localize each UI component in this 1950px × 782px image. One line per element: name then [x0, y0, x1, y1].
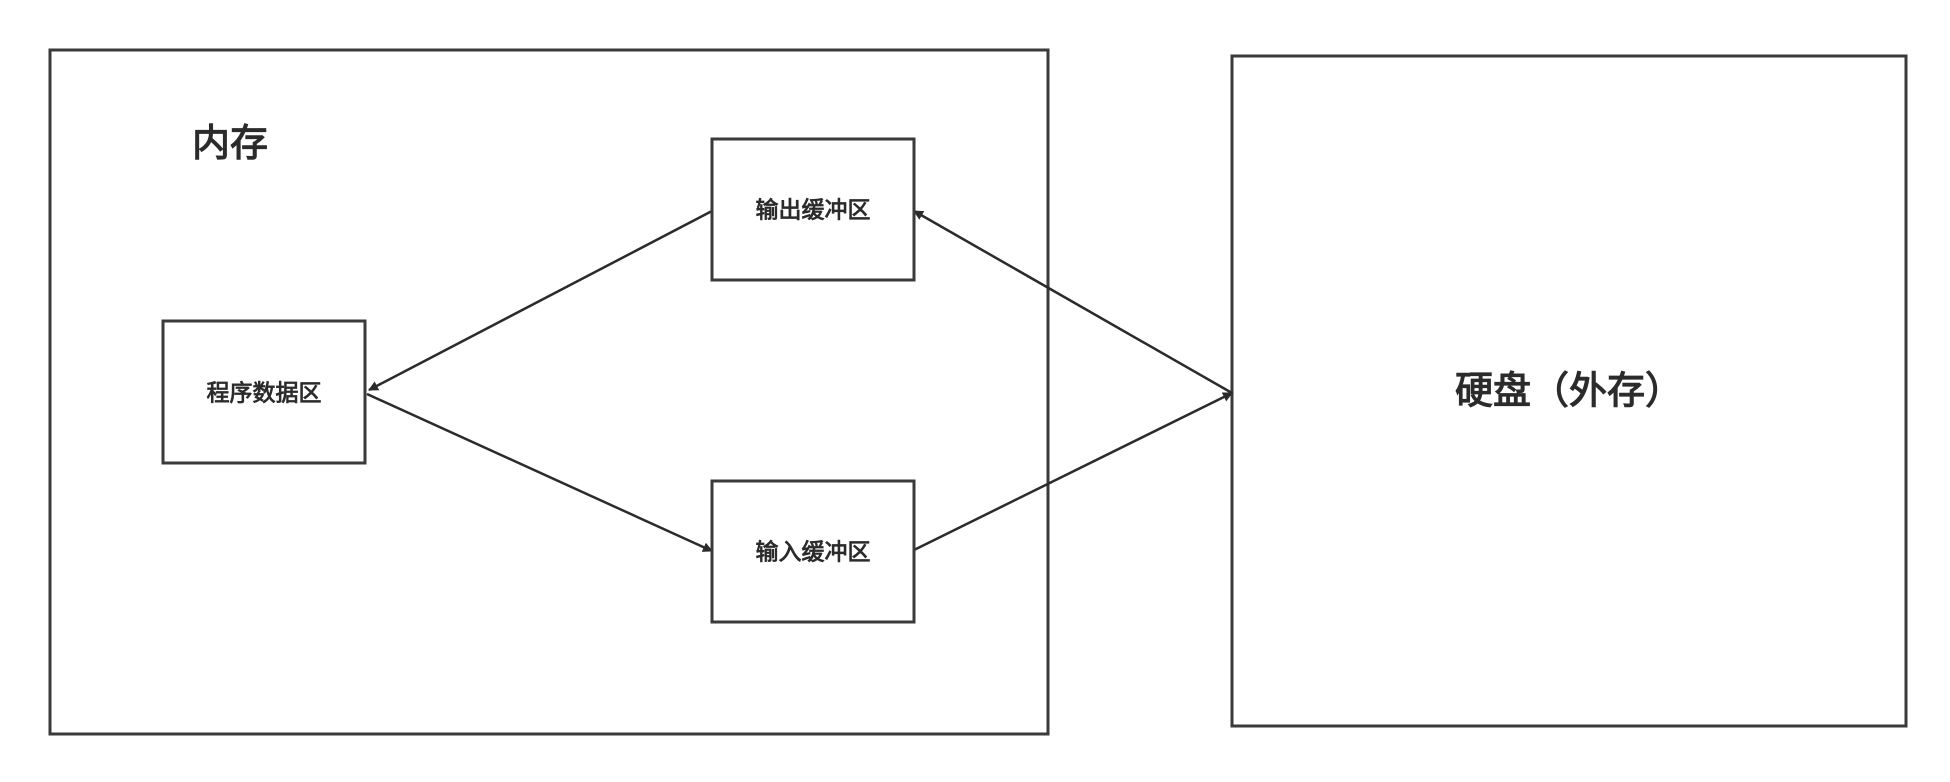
disk-container: 硬盘（外存） — [1230, 54, 1908, 728]
disk-label: 硬盘（外存） — [1455, 369, 1683, 413]
edge-input-buffer-to-disk — [913, 391, 1233, 552]
program-data-node: 程序数据区 — [161, 319, 367, 465]
input-buffer-node: 输入缓冲区 — [710, 479, 916, 624]
edge-disk-to-output-buffer — [913, 209, 1233, 395]
input-buffer-label: 输入缓冲区 — [756, 539, 871, 566]
output-buffer-label: 输出缓冲区 — [756, 197, 871, 224]
output-buffer-node: 输出缓冲区 — [710, 137, 916, 282]
edge-output-buffer-to-program-data — [368, 209, 713, 392]
program-data-label: 程序数据区 — [207, 380, 322, 407]
memory-label: 内存 — [192, 121, 268, 165]
edge-program-data-to-input-buffer — [366, 392, 713, 553]
